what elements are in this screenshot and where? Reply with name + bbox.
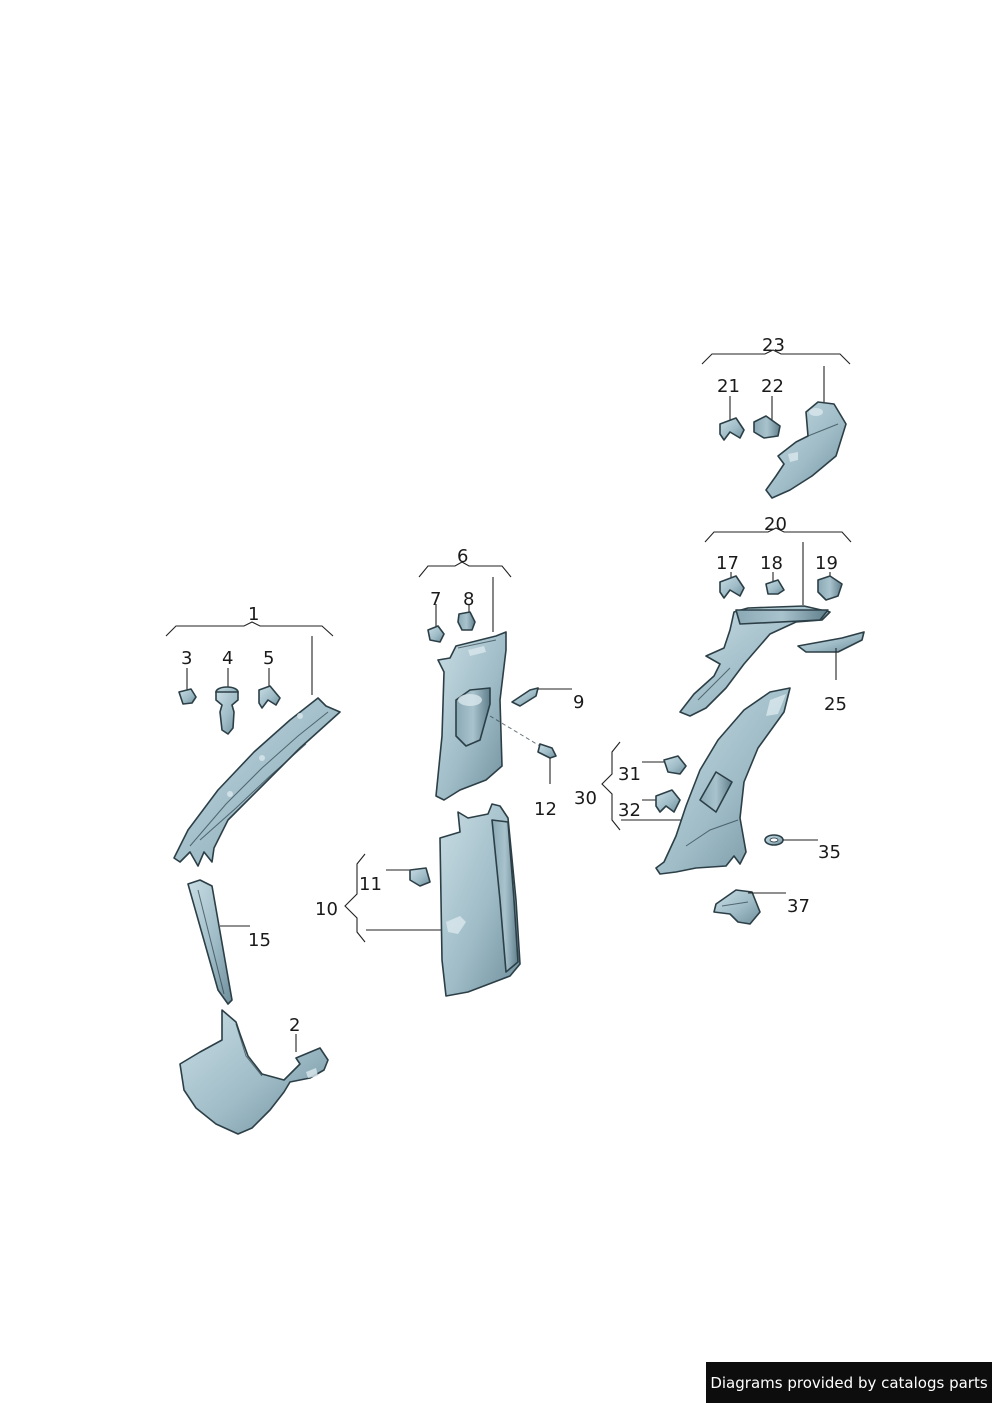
a-pillar-trim[interactable] [173,697,341,867]
clip-part-8[interactable] [457,611,476,631]
clip-part-11[interactable] [409,867,431,887]
clip-part-21[interactable] [719,417,745,441]
label-5: 5 [263,648,274,669]
label-17: 17 [716,553,739,574]
label-10: 10 [315,899,338,920]
clip-part-32[interactable] [655,789,681,813]
clip-part-31[interactable] [663,755,687,775]
plug-part-4[interactable] [215,686,239,735]
label-23: 23 [762,335,785,356]
label-11: 11 [359,874,382,895]
clip-part-17[interactable] [719,575,745,599]
washer-part-35[interactable] [764,834,784,846]
label-12: 12 [534,799,557,820]
label-7: 7 [430,589,441,610]
group-1-a-pillar [165,621,341,867]
clip-part-19[interactable] [817,575,843,601]
label-4: 4 [222,648,233,669]
label-25: 25 [824,694,847,715]
label-21: 21 [717,376,740,397]
label-22: 22 [761,376,784,397]
label-2: 2 [289,1015,300,1036]
part-number-labels: 1 3 4 5 15 2 6 7 8 9 12 11 10 23 21 22 2… [181,335,847,1036]
label-8: 8 [463,589,474,610]
group-10-b-pillar-lower [344,803,521,997]
clip-part-18[interactable] [765,579,785,595]
group-23-upper-trim [701,349,851,499]
group-6-b-pillar-upper [418,561,512,801]
sill-trim-part-2[interactable] [179,1009,329,1135]
label-30: 30 [574,788,597,809]
label-35: 35 [818,842,841,863]
trim-panel-23[interactable] [765,401,847,499]
credit-banner: Diagrams provided by catalogs parts [706,1362,992,1403]
cover-part-9[interactable] [511,687,539,707]
clip-part-7[interactable] [427,625,445,643]
label-1: 1 [248,604,259,625]
label-19: 19 [815,553,838,574]
label-32: 32 [618,800,641,821]
clip-part-22[interactable] [753,415,781,439]
group-30-c-pillar-lower [601,687,791,875]
label-18: 18 [760,553,783,574]
bracket-part-37[interactable] [713,889,761,925]
group-20-c-pillar-upper [679,527,852,717]
credit-text: Diagrams provided by catalogs parts [710,1373,988,1392]
label-37: 37 [787,896,810,917]
clip-part-5[interactable] [258,685,281,709]
strip-part-25[interactable] [797,631,865,653]
label-15: 15 [248,930,271,951]
screw-part-12[interactable] [489,715,557,759]
label-20: 20 [764,514,787,535]
label-31: 31 [618,764,641,785]
label-9: 9 [573,692,584,713]
clip-part-3[interactable] [178,688,197,705]
label-3: 3 [181,648,192,669]
label-6: 6 [457,546,468,567]
c-pillar-upper-trim[interactable] [679,605,831,717]
strip-part-15[interactable] [187,879,233,1005]
